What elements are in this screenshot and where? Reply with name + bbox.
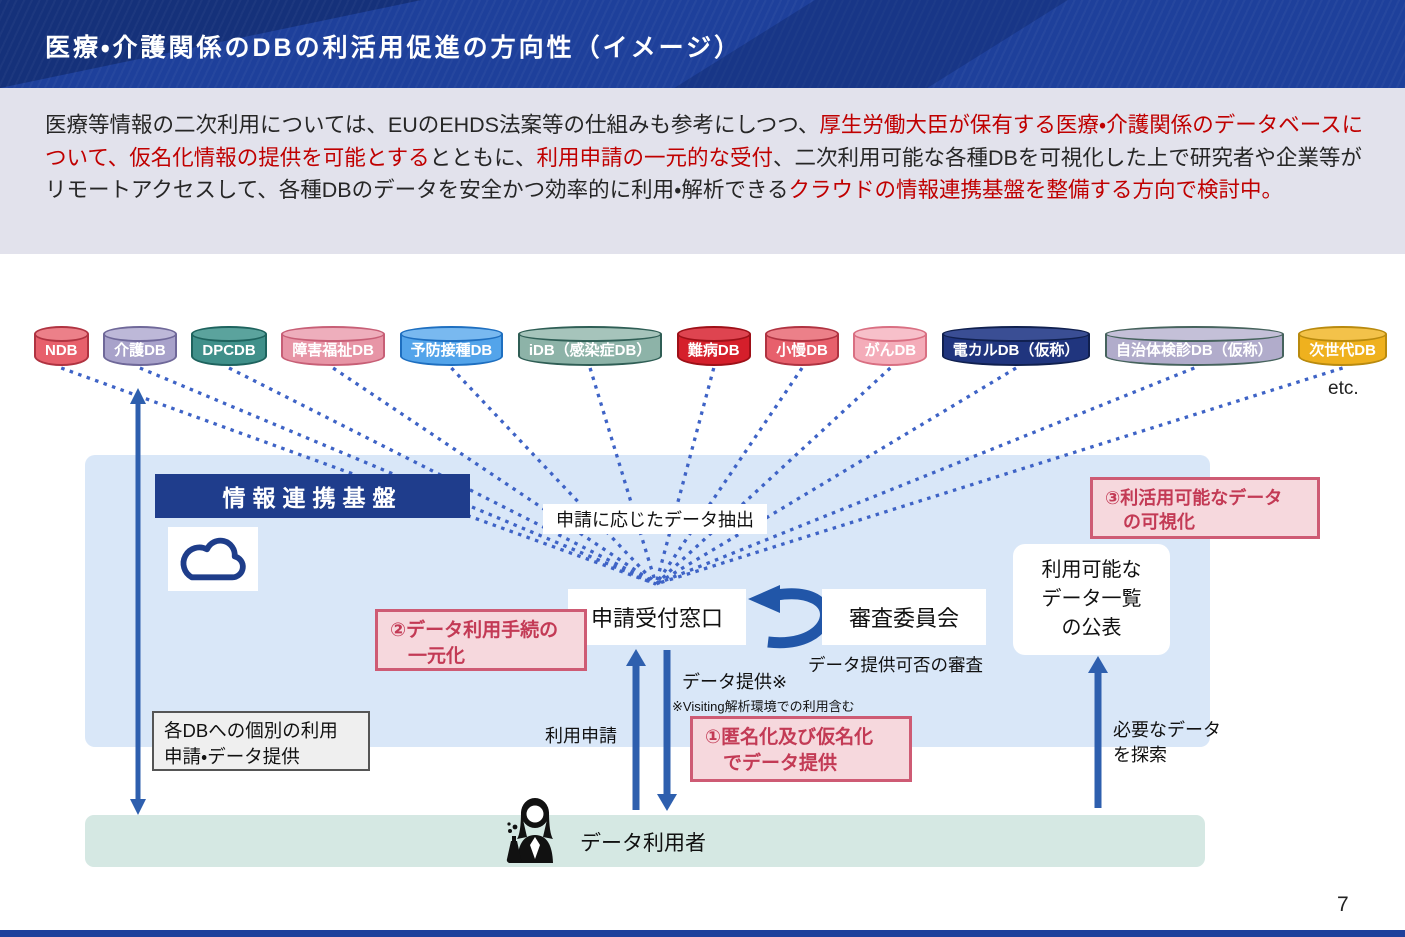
page-title: 医療・介護関係のDBの利活用促進の方向性（イメージ） (45, 34, 743, 62)
db-label: 介護DB (114, 342, 166, 359)
summary-segment: クラウドの情報連携基盤を整備する方向で検討中。 (788, 178, 1283, 203)
db-label: 次世代DB (1309, 342, 1376, 359)
review-committee-box: 審査委員会 (822, 589, 986, 645)
callout-3-line2: の可視化 (1123, 512, 1195, 533)
db-cylinder-top (941, 326, 1091, 342)
callout-3-line1: ③利活用可能なデータ (1105, 488, 1283, 508)
scientist-icon (498, 797, 564, 872)
db-cylinder-top (517, 326, 663, 342)
db-cylinder-top (399, 326, 504, 342)
callout-1-line1: ①匿名化及び仮名化 (705, 727, 874, 748)
db-cylinder: がんDB (853, 326, 928, 366)
summary-segment: 医療等情報の二次利用については、EUのEHDS法案等の仕組みも参考にしつつ、 (45, 113, 820, 137)
db-cylinder-top (853, 326, 928, 342)
available-data-list-box: 利用可能な データ一覧 の公表 (1013, 544, 1170, 655)
db-cylinder: 難病DB (676, 326, 751, 366)
db-cylinder-top (34, 326, 89, 342)
individual-application-line1: 各DBへの個別の利用 (164, 720, 338, 741)
application-desk-box: 申請受付窓口 (568, 589, 746, 645)
db-cylinder: 次世代DB (1298, 326, 1387, 366)
db-cylinder-top (281, 326, 385, 342)
db-cylinder: DPCDB (191, 326, 267, 366)
etc-label: etc. (1328, 378, 1359, 399)
db-label: 予防接種DB (410, 342, 493, 359)
db-label: 障害福祉DB (292, 342, 374, 359)
db-cylinder-top (765, 326, 839, 342)
callout-1-line2: でデータ提供 (723, 752, 838, 774)
db-cylinder: NDB (34, 326, 89, 366)
callout-2-line2: 一元化 (408, 645, 466, 667)
search-data-label: 必要なデータ を探索 (1113, 718, 1221, 768)
summary-segment: とともに、 (429, 145, 537, 170)
callout-2-line1: ②データ利用手続の (390, 620, 559, 641)
db-label: 自治体検診DB（仮称） (1115, 342, 1273, 359)
page-number: 7 (1337, 893, 1349, 916)
summary-segment: 厚生労働大臣が保有する医療・介護関係のデータベースについて、仮名化情報の提供を可… (45, 113, 1364, 170)
review-note-label: データ提供可否の審査 (808, 655, 983, 675)
db-cylinder-top (1104, 326, 1284, 342)
platform-title: 情報連携基盤 (155, 474, 470, 518)
cloud-icon (168, 527, 258, 591)
db-cylinder: 介護DB (103, 326, 177, 366)
header-bar: 医療・介護関係のDBの利活用促進の方向性（イメージ） (0, 0, 1405, 88)
callout-1-anonymized-provision: ①匿名化及び仮名化 でデータ提供 (690, 716, 912, 782)
db-label: がんDB (864, 342, 917, 359)
extract-on-request-box: 申請に応じたデータ抽出 (543, 504, 767, 534)
callout-2-unified-procedure: ②データ利用手続の 一元化 (375, 609, 587, 671)
db-cylinder: 予防接種DB (399, 326, 504, 366)
search-data-line2: を探索 (1113, 745, 1167, 766)
db-cylinder: 小慢DB (765, 326, 839, 366)
db-cylinder: 自治体検診DB（仮称） (1104, 326, 1284, 366)
available-data-list-line1: 利用可能な (1041, 559, 1142, 581)
db-cylinder-top (676, 326, 751, 342)
db-cylinder-top (103, 326, 177, 342)
db-label: 電カルDB（仮称） (952, 342, 1080, 359)
db-cylinder-top (191, 326, 267, 342)
callout-3-visualization: ③利活用可能なデータ の可視化 (1090, 477, 1320, 539)
db-label: 小慢DB (776, 342, 828, 359)
db-label: DPCDB (202, 342, 256, 359)
summary-section: 医療等情報の二次利用については、EUのEHDS法案等の仕組みも参考にしつつ、厚生… (0, 88, 1405, 254)
summary-segment: 利用申請の一元的な受付 (536, 145, 774, 170)
db-cylinder-top (1298, 326, 1387, 342)
individual-application-line2: 申請・データ提供 (164, 745, 300, 767)
search-data-line1: 必要なデータ (1113, 720, 1221, 740)
db-cylinder: 電カルDB（仮称） (941, 326, 1091, 366)
database-row: NDB 介護DB DPCDB 障害福祉DB 予防接種DB iDB（感染症DB） 難病DB 小慢… (34, 326, 1387, 366)
data-user-label: データ利用者 (580, 832, 706, 855)
data-user-bar (85, 815, 1205, 867)
footer-accent-bar (0, 930, 1405, 937)
use-apply-label: 利用申請 (545, 726, 617, 746)
db-cylinder: iDB（感染症DB） (517, 326, 663, 366)
db-label: NDB (45, 342, 78, 359)
individual-application-box: 各DBへの個別の利用 申請・データ提供 (152, 711, 370, 771)
summary-segment: 、二次利用可能な各種DBを可視化した上で研究者や企業等がリモートアクセスして、各… (45, 145, 1362, 203)
db-label: iDB（感染症DB） (528, 342, 652, 359)
visiting-note-label: ※Visiting解析環境での利用含む (672, 699, 855, 714)
available-data-list-line3: の公表 (1061, 617, 1122, 639)
available-data-list-line2: データ一覧 (1041, 588, 1142, 610)
summary-text: 医療等情報の二次利用については、EUのEHDS法案等の仕組みも参考にしつつ、厚生… (45, 109, 1367, 207)
db-cylinder: 障害福祉DB (281, 326, 385, 366)
data-provide-label: データ提供※ (682, 672, 788, 692)
db-label: 難病DB (687, 342, 740, 359)
